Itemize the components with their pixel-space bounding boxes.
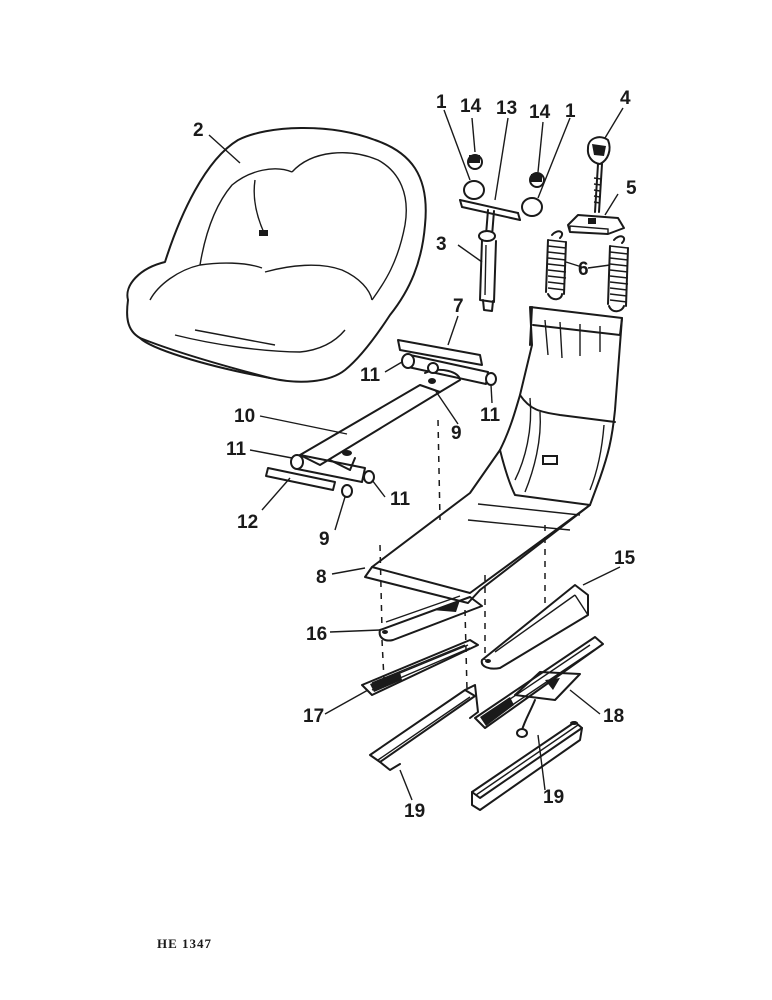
callout-label: 7	[453, 296, 464, 317]
callout-label: 14	[460, 96, 482, 117]
callout-label: 4	[620, 88, 631, 109]
retainer-clips	[341, 362, 439, 498]
callout-label: 19	[404, 801, 425, 822]
callout-label: 15	[614, 548, 636, 569]
callout-label: 18	[603, 706, 624, 727]
callout-label: 1	[436, 92, 447, 113]
callout-label: 9	[451, 423, 462, 444]
callout-label: 14	[529, 102, 551, 123]
callout-label: 16	[306, 624, 327, 645]
callout-label: 19	[543, 787, 564, 808]
spring-bracket	[567, 214, 625, 235]
shock-absorber	[478, 230, 497, 312]
cross-shaft-lower	[290, 454, 375, 484]
callout-label: 2	[193, 120, 204, 141]
callout-label: 6	[578, 259, 589, 280]
slide-rail-right	[474, 636, 604, 738]
callout-label: 17	[303, 706, 324, 727]
adjust-knob	[586, 136, 611, 213]
alignment-lines	[379, 419, 546, 691]
cross-shaft-upper	[401, 353, 497, 386]
coil-spring-left	[545, 230, 567, 301]
callout-label: 12	[237, 512, 258, 533]
callout-label: 11	[360, 365, 381, 386]
slide-bracket-right	[480, 584, 589, 670]
callout-label: 5	[626, 178, 637, 199]
callout-label: 11	[226, 439, 247, 460]
callout-label: 9	[319, 529, 330, 550]
channel-rail-left	[369, 684, 479, 771]
callout-label: 13	[496, 98, 517, 119]
callout-label: 11	[390, 489, 411, 510]
upper-pin	[397, 339, 483, 366]
coil-spring-right	[607, 235, 629, 313]
t-handle	[459, 199, 521, 237]
callout-label: 1	[565, 101, 576, 122]
seat-frame	[364, 306, 623, 604]
callout-label: 8	[316, 567, 327, 588]
callout-label: 11	[480, 405, 501, 426]
slide-bracket-left	[378, 595, 483, 642]
callout-label: 10	[234, 406, 255, 427]
callout-labels: 1 14 13 14 1 4 2 5 3 6 7 11 11 10 9 11 1…	[193, 88, 637, 822]
grip-knob-right	[521, 172, 545, 217]
seat-cushion	[126, 127, 427, 383]
grip-knob-left	[463, 154, 485, 200]
figure-reference-code: HE 1347	[157, 936, 213, 951]
slide-rail-left	[361, 639, 479, 696]
callout-label: 3	[436, 234, 447, 255]
lower-pin	[265, 467, 336, 491]
leader-lines	[208, 107, 624, 801]
channel-rail-right	[471, 721, 583, 811]
